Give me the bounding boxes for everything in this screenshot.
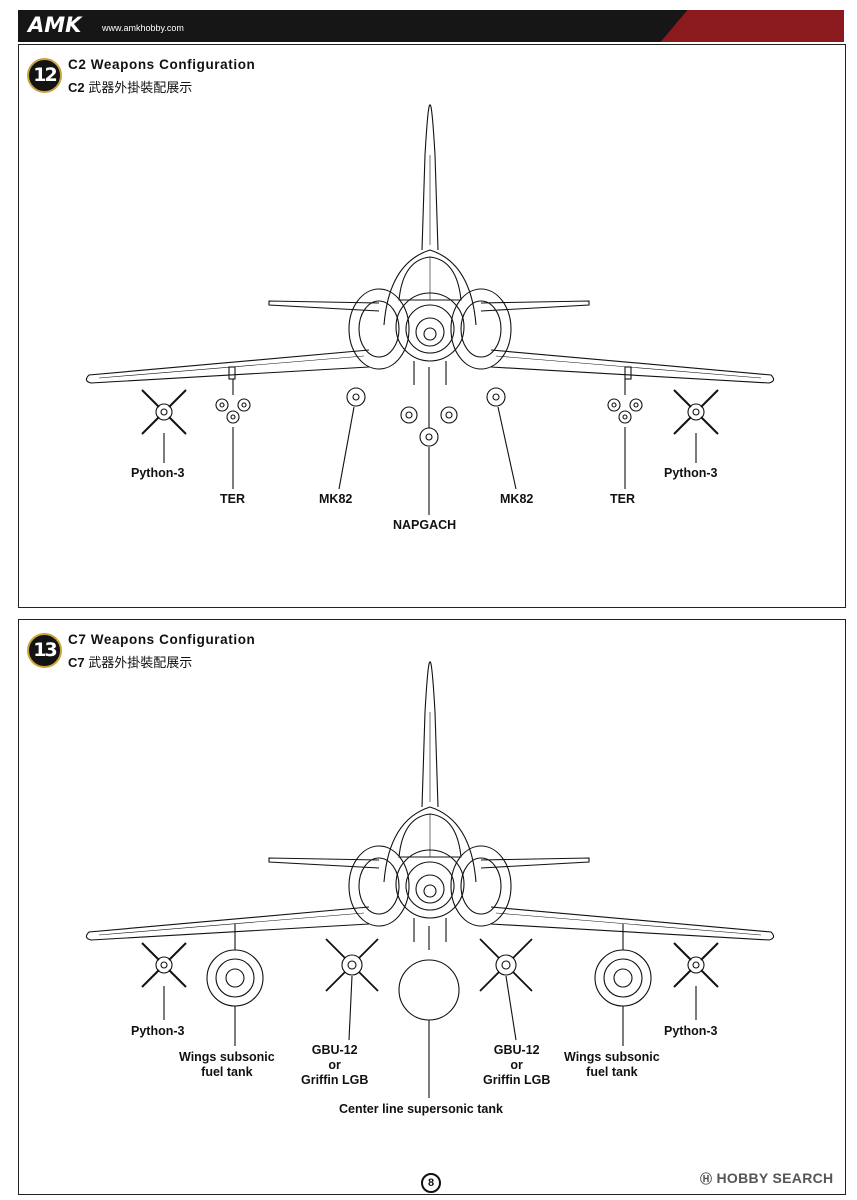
label-mk82-right: MK82 (500, 492, 534, 506)
step-title-cn-code: C7 (68, 655, 85, 670)
label-napgach: NAPGACH (393, 518, 457, 532)
label-wing-tank-left: Wings subsonic fuel tank (179, 1050, 275, 1079)
label-ter-right: TER (610, 492, 635, 506)
step-12-panel: 12 C2 Weapons Configuration C2 武器外掛裝配展示 (18, 44, 846, 608)
label-python-right: Python-3 (664, 466, 718, 480)
step-number: 13 (27, 633, 62, 668)
label-python-left: Python-3 (131, 466, 185, 480)
header-url: www.amkhobby.com (102, 23, 184, 33)
aircraft-c2-drawing (85, 104, 775, 515)
aircraft-c7-drawing (85, 661, 775, 1098)
label-python-left: Python-3 (131, 1024, 185, 1038)
watermark-text: HOBBY SEARCH (716, 1170, 834, 1186)
step-title-cn-text: 武器外掛裝配展示 (88, 80, 193, 95)
aircraft-front-view (85, 661, 775, 942)
step-number: 12 (27, 58, 62, 93)
step-title-cn: C7 武器外掛裝配展示 (68, 652, 192, 671)
step-title-en: C2 Weapons Configuration (68, 57, 256, 72)
watermark-symbol: Ⓗ (700, 1172, 713, 1186)
label-python-right: Python-3 (664, 1024, 718, 1038)
step-title-cn-text: 武器外掛裝配展示 (88, 655, 193, 670)
step-title-en: C7 Weapons Configuration (68, 632, 256, 647)
page-number: 8 (421, 1173, 441, 1193)
stores-c7 (141, 924, 719, 1098)
step-13-panel: 13 C7 Weapons Configuration C7 武器外掛裝配展示 (18, 619, 846, 1195)
step-title-cn-code: C2 (68, 80, 85, 95)
page-header: AMK www.amkhobby.com (18, 10, 844, 42)
label-gbu-left: GBU-12 or Griffin LGB (301, 1043, 369, 1087)
amk-logo: AMK (28, 13, 82, 37)
label-center-tank: Center line supersonic tank (339, 1102, 503, 1116)
label-ter-left: TER (220, 492, 245, 506)
hobby-search-watermark: Ⓗ HOBBY SEARCH (700, 1170, 833, 1187)
stores-c2 (141, 366, 719, 515)
aircraft-front-view (85, 104, 775, 385)
label-gbu-right: GBU-12 or Griffin LGB (483, 1043, 551, 1087)
label-wing-tank-right: Wings subsonic fuel tank (564, 1050, 660, 1079)
header-stripe-red (660, 10, 844, 42)
step-title-cn: C2 武器外掛裝配展示 (68, 77, 192, 96)
label-mk82-left: MK82 (319, 492, 353, 506)
